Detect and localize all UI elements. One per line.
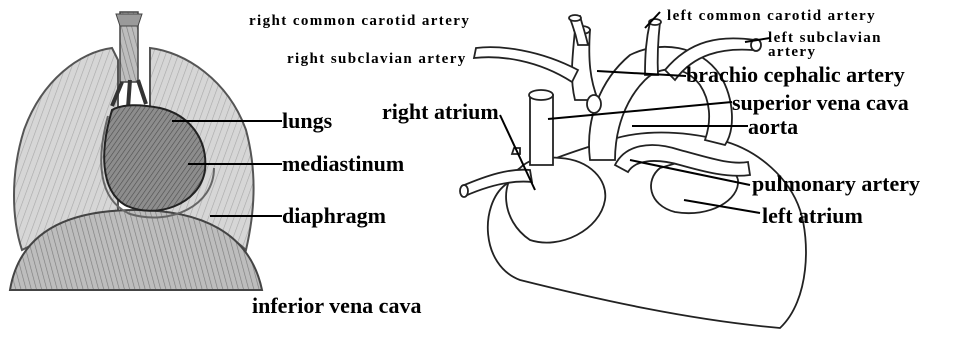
label-diaphragm: diaphragm [282, 205, 386, 227]
label-right-common-carotid-artery: right common carotid artery [249, 14, 470, 29]
thorax-illustration [10, 12, 262, 290]
label-mediastinum: mediastinum [282, 153, 404, 175]
label-inferior-vena-cava: inferior vena cava [252, 295, 421, 317]
label-superior-vena-cava: superior vena cava [732, 92, 909, 114]
label-right-subclavian-artery: right subclavian artery [287, 52, 467, 67]
label-aorta: aorta [748, 116, 798, 138]
label-left-atrium: left atrium [762, 205, 863, 227]
label-pulmonary-artery: pulmonary artery [752, 173, 920, 195]
label-left-common-carotid-artery: left common carotid artery [667, 9, 876, 24]
label-right-atrium: right atrium [382, 101, 499, 123]
label-brachiocephalic-artery: brachio cephalic artery [686, 64, 905, 86]
label-lungs: lungs [282, 110, 332, 132]
label-left-subclavian-line2: artery [768, 45, 816, 60]
superior-vena-cava-shape [530, 95, 553, 165]
